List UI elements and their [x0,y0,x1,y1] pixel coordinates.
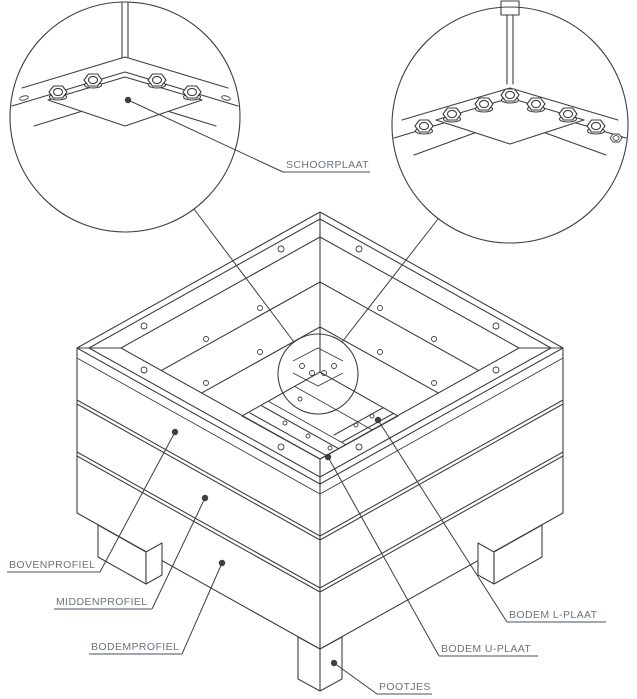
floor-screws [282,396,375,451]
detail-connection-lines [193,208,439,343]
callout-schoorplaat: SCHOORPLAAT [124,96,370,173]
label-bovenprofiel: BOVENPROFIEL [9,559,96,571]
detail-view-left [9,1,241,233]
leader-line [127,99,284,173]
detail-highlight-circle [277,333,359,415]
corner-post-lines [121,2,129,58]
marker-dot [124,96,132,104]
right-leg [493,524,543,585]
label-bodem-l-plaat: BODEM L-PLAAT [509,609,598,621]
label-bodemprofiel: BODEMPROFIEL [91,641,179,653]
inner-walls [121,236,519,416]
inner-wall-screws [203,305,437,386]
callout-pootjes: POOTJES [330,659,432,695]
left-leg [97,524,147,585]
callouts: SCHOORPLAAT BOVENPROFIEL MIDDENPROFIEL B… [7,96,606,695]
side-faces [76,347,564,650]
corner-bracket-detail [292,347,344,387]
leader-line [327,456,440,657]
label-middenprofiel: MIDDENPROFIEL [56,596,148,608]
slot-hole [221,95,231,101]
rim-screws [140,245,500,451]
callout-bodem-u-plaat: BODEM U-PLAAT [324,453,538,657]
leader-line [377,419,508,623]
slot-hole [19,95,29,101]
callout-bodemprofiel: BODEMPROFIEL [89,559,226,655]
detail-view-right [391,0,629,244]
leader-line [181,562,223,655]
detail-circle-right [391,6,629,244]
leader-line [99,431,176,573]
label-pootjes: POOTJES [379,681,431,693]
leader-line [333,662,378,695]
detail-circle-left [9,1,241,233]
callout-middenprofiel: MIDDENPROFIEL [54,494,209,610]
corner-post-lines [500,0,520,85]
callout-bovenprofiel: BOVENPROFIEL [7,428,179,573]
label-schoorplaat: SCHOORPLAAT [286,159,369,171]
label-bodem-u-plaat: BODEM U-PLAAT [441,643,531,655]
leader-line [151,497,206,610]
schoorplaat-plate [47,76,203,127]
legs [97,524,543,692]
planter-box-drawing [76,211,564,692]
callout-bodem-l-plaat: BODEM L-PLAAT [374,416,606,623]
